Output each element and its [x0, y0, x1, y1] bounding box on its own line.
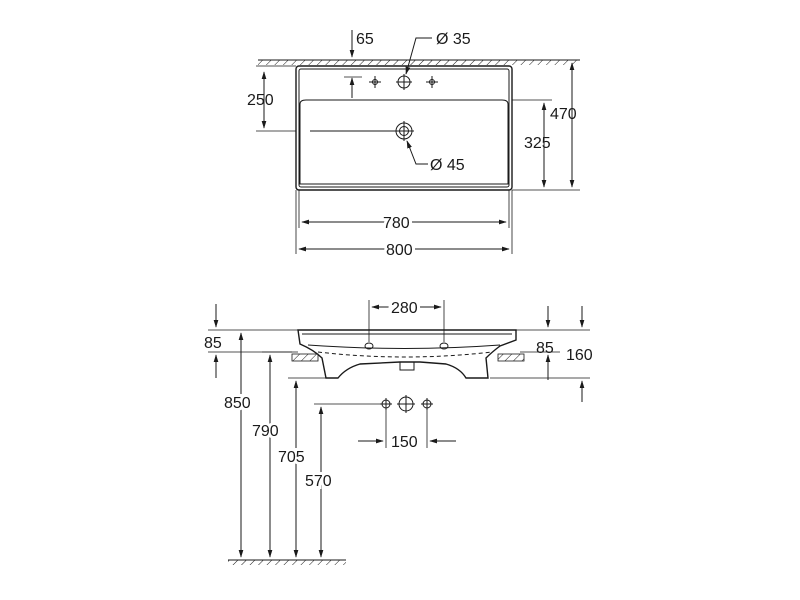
dim-rim-height: 85 [204, 335, 222, 352]
dim-depth-front: 250 [247, 92, 274, 109]
tap-hole-right-icon [426, 76, 438, 88]
tap-hole-large-center-icon [397, 395, 415, 413]
dim-bowl-width: 780 [383, 215, 410, 232]
top-view: 65 Ø 35 250 470 325 Ø 45 780 800 [247, 30, 580, 262]
floor-hatch [228, 559, 346, 565]
overflow-hole-left-icon [364, 342, 374, 350]
dim-tap-offset: 65 [356, 31, 374, 48]
dim-total-height: 160 [566, 347, 593, 364]
bracket-left [291, 353, 319, 362]
dim-floor-to-rim: 850 [224, 395, 251, 412]
tap-hole-small-right-icon [421, 398, 433, 410]
dim-bowl-depth: 325 [524, 135, 551, 152]
tap-hole-left-icon [369, 76, 381, 88]
dim-total-depth: 470 [550, 106, 577, 123]
tap-hole-small-left-icon [380, 398, 392, 410]
basin-outline-top [295, 65, 513, 191]
drain-icon [394, 121, 414, 141]
dim-floor-to-base: 705 [278, 449, 305, 466]
dim-floor-to-mount: 790 [252, 423, 279, 440]
bowl-outline-top [299, 99, 509, 185]
dim-drain: Ø 45 [430, 157, 465, 174]
side-view: 280 85 85 160 850 790 705 570 [204, 297, 593, 565]
dim-total-width: 800 [386, 242, 413, 259]
dim-floor-to-taps: 570 [305, 473, 332, 490]
bracket-right [497, 353, 525, 362]
dim-tap-hole: Ø 35 [436, 31, 471, 48]
dim-tap-spacing: 150 [391, 434, 418, 451]
overflow-hole-right-icon [439, 342, 449, 350]
basin-profile-side [297, 329, 517, 379]
tap-hole-center-icon [396, 74, 412, 90]
dim-ceramic-height: 85 [536, 340, 554, 357]
wall-hatch-top [258, 59, 580, 65]
dim-drain-spacing: 280 [391, 300, 418, 317]
